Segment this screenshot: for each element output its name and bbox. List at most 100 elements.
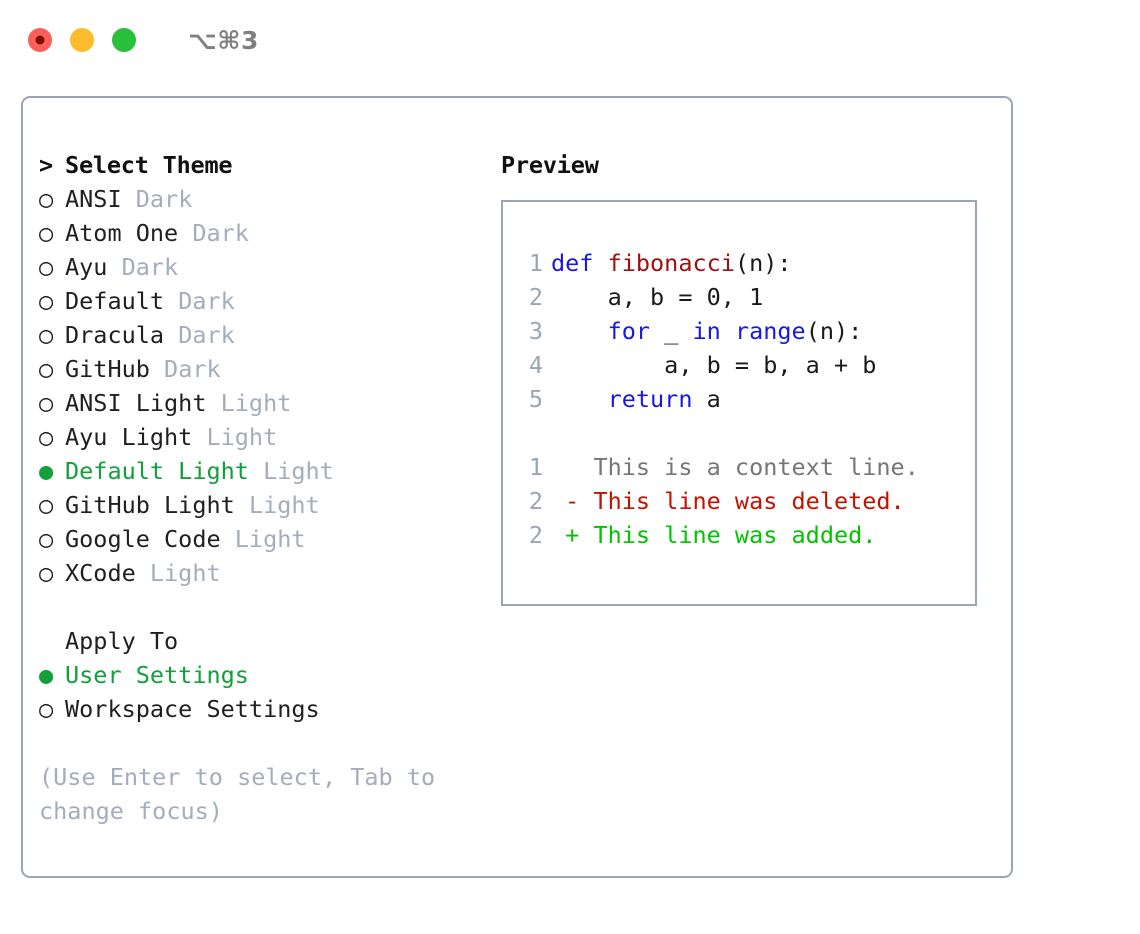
- theme-option-xcode[interactable]: ○ XCode Light: [39, 556, 479, 590]
- theme-option-default-light[interactable]: ● Default Light Light: [39, 454, 479, 488]
- radio-unselected-icon: ○: [39, 525, 68, 553]
- theme-option-variant: Light: [206, 423, 278, 451]
- code-line-number: 4: [528, 351, 543, 379]
- theme-option-label: GitHub: [65, 355, 165, 383]
- theme-option-variant: Light: [248, 491, 320, 519]
- keyboard-shortcut-hint: ⌥⌘3: [188, 25, 259, 55]
- code-token: fibonacci: [607, 249, 735, 277]
- theme-option-label: Default: [65, 287, 179, 315]
- code-line: 5 return a: [517, 382, 969, 416]
- theme-option-ansi-light[interactable]: ○ ANSI Light Light: [39, 386, 479, 420]
- theme-option-variant: Dark: [178, 321, 235, 349]
- code-line-number: 2: [528, 283, 543, 311]
- diff-line-text: This line was added.: [579, 521, 877, 549]
- diff-sign: -: [551, 487, 580, 515]
- code-token: def: [551, 249, 608, 277]
- radio-unselected-icon: ○: [39, 321, 68, 349]
- apply-to-heading-label: Apply To: [65, 627, 179, 655]
- theme-option-label: ANSI Light: [65, 389, 221, 417]
- window-title-bar: ⌥⌘3: [0, 0, 1140, 80]
- code-token: [551, 385, 608, 413]
- code-line: 2 a, b = 0, 1: [517, 280, 969, 314]
- apply-to-list: ● User Settings○ Workspace Settings: [39, 658, 479, 726]
- theme-option-variant: Dark: [164, 355, 221, 383]
- radio-unselected-icon: ○: [39, 423, 68, 451]
- theme-option-label: Ayu: [65, 253, 122, 281]
- code-line-number: 5: [528, 385, 543, 413]
- apply-to-option-workspace-settings[interactable]: ○ Workspace Settings: [39, 692, 479, 726]
- close-button[interactable]: [28, 28, 52, 52]
- code-line-number: 1: [528, 249, 543, 277]
- diff-line-del: 2 - This line was deleted.: [517, 484, 969, 518]
- theme-option-github[interactable]: ○ GitHub Dark: [39, 352, 479, 386]
- theme-option-variant: Dark: [121, 253, 179, 281]
- diff-line-number: 1: [528, 453, 543, 481]
- theme-option-label: Dracula: [65, 321, 179, 349]
- theme-option-variant: Light: [149, 559, 221, 587]
- radio-unselected-icon: ○: [39, 219, 68, 247]
- code-token: return: [607, 385, 693, 413]
- code-token: range: [734, 317, 806, 345]
- theme-option-variant: Dark: [178, 287, 235, 315]
- theme-option-ayu[interactable]: ○ Ayu Dark: [39, 250, 479, 284]
- radio-unselected-icon: ○: [39, 389, 68, 417]
- radio-selected-icon: ●: [39, 457, 68, 485]
- apply-to-option-label: Workspace Settings: [65, 695, 320, 723]
- radio-selected-icon: ●: [39, 661, 68, 689]
- theme-heading-marker: >: [39, 151, 67, 179]
- theme-option-variant: Dark: [192, 219, 249, 247]
- theme-option-label: Default Light: [65, 457, 264, 485]
- preview-heading: Preview: [501, 151, 599, 179]
- minimize-button[interactable]: [70, 28, 94, 52]
- diff-line-ctx: 1 This is a context line.: [517, 450, 969, 484]
- theme-option-variant: Light: [220, 389, 292, 417]
- code-token: a: [692, 385, 721, 413]
- traffic-light-group: [28, 28, 136, 52]
- code-token: a, b = b, a + b: [551, 351, 877, 379]
- theme-option-label: XCode: [65, 559, 150, 587]
- radio-unselected-icon: ○: [39, 491, 68, 519]
- diff-sign: +: [551, 521, 580, 549]
- apply-to-section: Apply To ● User Settings○ Workspace Sett…: [39, 624, 479, 726]
- code-token: in: [692, 317, 721, 345]
- radio-unselected-icon: ○: [39, 695, 68, 723]
- apply-to-heading-indent: [39, 624, 65, 658]
- theme-option-github-light[interactable]: ○ GitHub Light Light: [39, 488, 479, 522]
- code-diff-separator: [517, 416, 969, 450]
- theme-heading-label: Select Theme: [65, 151, 233, 179]
- code-line-number: 3: [528, 317, 543, 345]
- theme-picker-panel: > Select Theme ○ ANSI Dark○ Atom One Dar…: [21, 96, 1013, 878]
- radio-unselected-icon: ○: [39, 185, 68, 213]
- apply-to-option-label: User Settings: [65, 661, 249, 689]
- theme-option-ansi[interactable]: ○ ANSI Dark: [39, 182, 479, 216]
- theme-list-heading: > Select Theme: [39, 148, 479, 182]
- theme-option-google-code[interactable]: ○ Google Code Light: [39, 522, 479, 556]
- code-token: for: [607, 317, 651, 345]
- theme-option-atom-one[interactable]: ○ Atom One Dark: [39, 216, 479, 250]
- theme-option-variant: Light: [263, 457, 334, 485]
- code-line: 3 for _ in range(n):: [517, 314, 969, 348]
- radio-unselected-icon: ○: [39, 287, 68, 315]
- diff-line-text: This is a context line.: [579, 453, 919, 481]
- diff-line-add: 2 + This line was added.: [517, 518, 969, 552]
- theme-option-label: Ayu Light: [65, 423, 207, 451]
- apply-to-option-user-settings[interactable]: ● User Settings: [39, 658, 479, 692]
- maximize-button[interactable]: [112, 28, 136, 52]
- code-token: (n):: [805, 317, 863, 345]
- theme-option-dracula[interactable]: ○ Dracula Dark: [39, 318, 479, 352]
- theme-option-ayu-light[interactable]: ○ Ayu Light Light: [39, 420, 479, 454]
- theme-option-label: Atom One: [65, 219, 193, 247]
- code-token: _: [650, 317, 693, 345]
- radio-unselected-icon: ○: [39, 559, 68, 587]
- help-hint-text: (Use Enter to select, Tab to change focu…: [39, 763, 436, 825]
- diff-line-text: This line was deleted.: [579, 487, 905, 515]
- theme-option-label: GitHub Light: [65, 491, 249, 519]
- radio-unselected-icon: ○: [39, 253, 68, 281]
- theme-option-default[interactable]: ○ Default Dark: [39, 284, 479, 318]
- diff-line-number: 2: [528, 487, 543, 515]
- radio-unselected-icon: ○: [39, 355, 68, 383]
